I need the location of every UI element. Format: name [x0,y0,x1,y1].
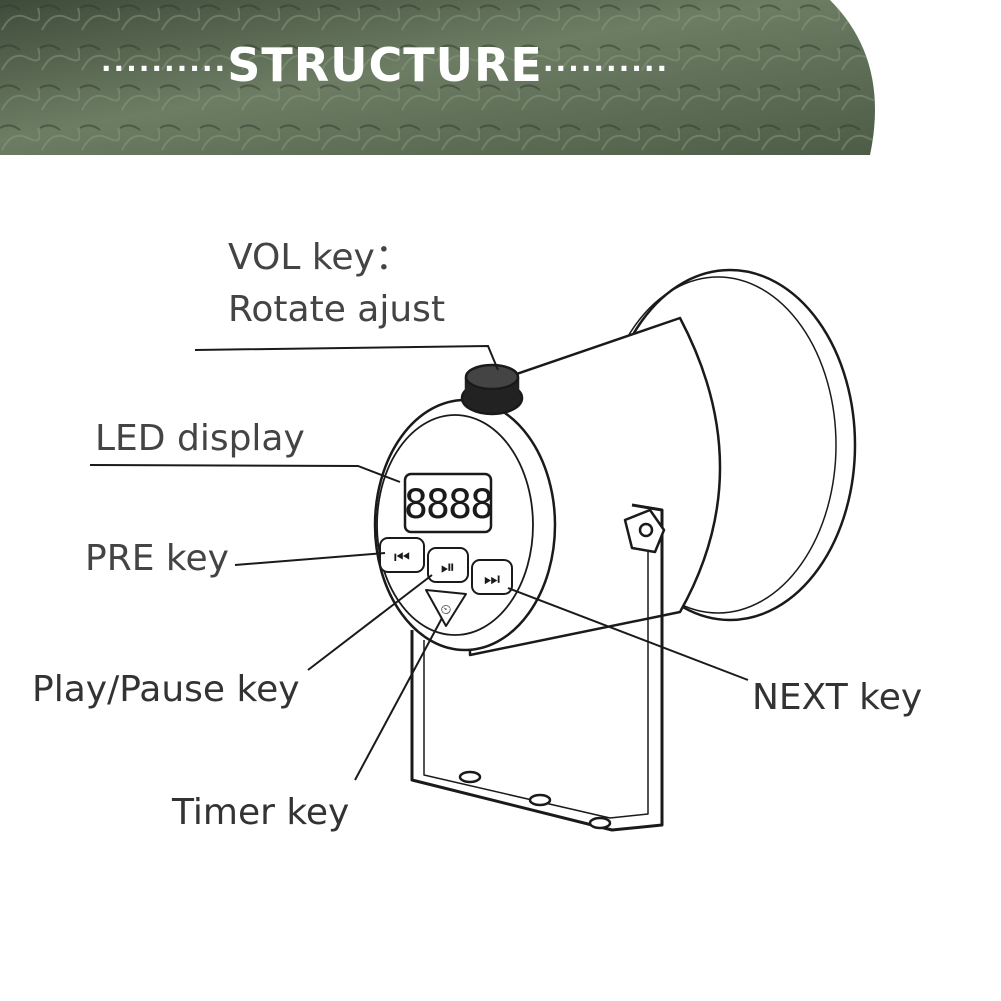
pre-key-icon: ⏮ [394,547,410,568]
play-pause-key-label: Play/Pause key [32,669,300,710]
next-key[interactable] [471,559,513,595]
next-key-icon: ⏭ [484,569,500,590]
pre-key-label: PRE key [85,538,229,579]
bracket-bolt-head [638,522,654,538]
next-key-leader [507,587,749,681]
timer-key[interactable] [425,589,467,627]
timer-key-icon: ⏲ [441,602,452,618]
timer-key-leader [354,617,443,781]
vol-key-label: VOL key： [228,237,411,278]
mounting-bracket-inner [423,515,649,819]
banner-dots-left: ·········· [100,52,228,85]
banner-title-row: ··········STRUCTURE·········· [0,38,770,92]
play-pause-key-icon: ⏯ [441,557,455,578]
vol-knob-top [464,363,520,391]
structure-banner: ··········STRUCTURE·········· [0,0,1001,160]
pre-key-leader [234,552,386,566]
play-pause-key-leader [307,574,433,671]
banner-title: STRUCTURE [227,38,543,92]
bracket-hole [528,793,552,807]
led-digits: 8888 [404,482,492,528]
timer-key-label: Timer key [172,792,350,833]
bracket-hole [588,816,612,830]
vol-key-sublabel: Rotate ajust [228,289,446,330]
vol-key-leader [194,344,499,371]
play-pause-key[interactable] [427,547,469,583]
bracket-hole [458,770,482,784]
banner-dots-right: ·········· [542,52,670,85]
banner-background [0,0,875,155]
mounting-bracket [410,503,664,832]
next-key-label: NEXT key [752,677,923,718]
led-display [403,472,493,534]
led-display-leader [89,464,401,483]
led-display-label: LED display [95,418,305,459]
pre-key[interactable] [379,537,425,573]
